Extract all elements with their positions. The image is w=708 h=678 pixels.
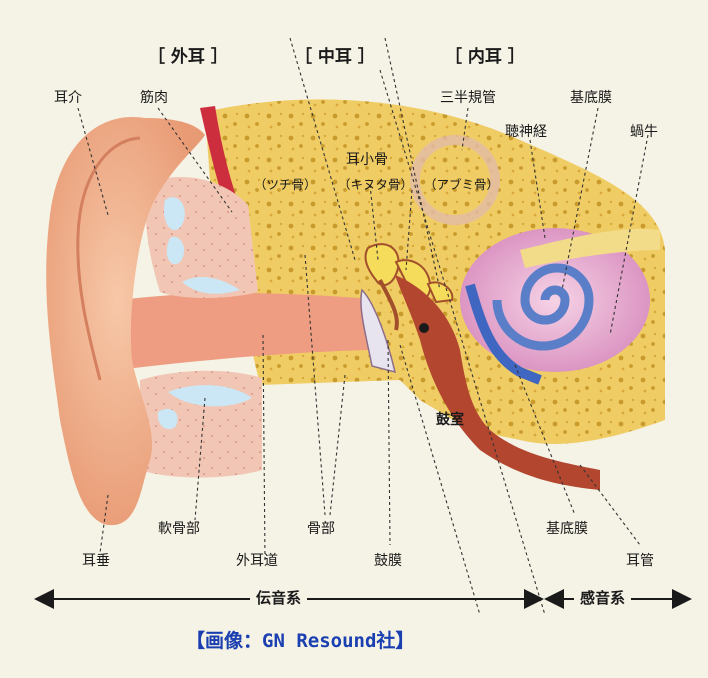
eardrum-shape	[360, 288, 397, 374]
section-middle-ear: ［ 中耳 ］	[295, 47, 375, 67]
semicircular-canals	[410, 135, 500, 225]
label-eardrum: 鼓膜	[374, 553, 402, 569]
label-stirrup: （アブミ骨）	[424, 177, 500, 192]
label-anvil: （キヌタ骨）	[338, 177, 414, 192]
label-earlobe: 耳垂	[82, 553, 110, 569]
leader-lines	[77, 37, 649, 616]
label-sensorineural-system: 感音系	[574, 590, 632, 606]
label-basilar-membrane-top: 基底膜	[570, 90, 612, 106]
section-inner-ear: ［ 内耳 ］	[445, 47, 525, 67]
ear-canal-tube	[118, 293, 370, 370]
image-credit: 【画像：GN Resound社】	[186, 630, 415, 652]
label-cochlea: 蝸牛	[630, 124, 658, 140]
label-cartilage: 軟骨部	[158, 521, 200, 537]
auricle-shape	[46, 116, 205, 526]
section-outer-ear: ［ 外耳 ］	[148, 47, 228, 67]
label-ossicles: 耳小骨	[346, 152, 388, 168]
label-bone: 骨部	[307, 521, 335, 537]
label-conductive-system: 伝音系	[250, 590, 308, 606]
label-basilar-membrane-bottom: 基底膜	[546, 521, 588, 537]
label-tympanic-cavity: 鼓室	[436, 412, 464, 428]
label-muscle: 筋肉	[140, 90, 168, 106]
ossicle-hammer	[364, 243, 400, 287]
tympanic-cavity	[395, 275, 600, 490]
label-ear-canal: 外耳道	[236, 553, 278, 569]
label-auditory-nerve: 聴神経	[505, 124, 547, 140]
label-semicircular-canals: 三半規管	[440, 90, 496, 106]
label-auricle: 耳介	[54, 90, 82, 106]
cochlea-spiral	[492, 263, 594, 351]
label-hammer: （ツチ骨）	[254, 177, 317, 192]
cochlea-shape	[460, 228, 650, 372]
ossicle-stirrup	[426, 281, 454, 304]
label-eustachian-tube: 耳管	[626, 553, 654, 569]
auditory-nerve	[520, 228, 660, 268]
